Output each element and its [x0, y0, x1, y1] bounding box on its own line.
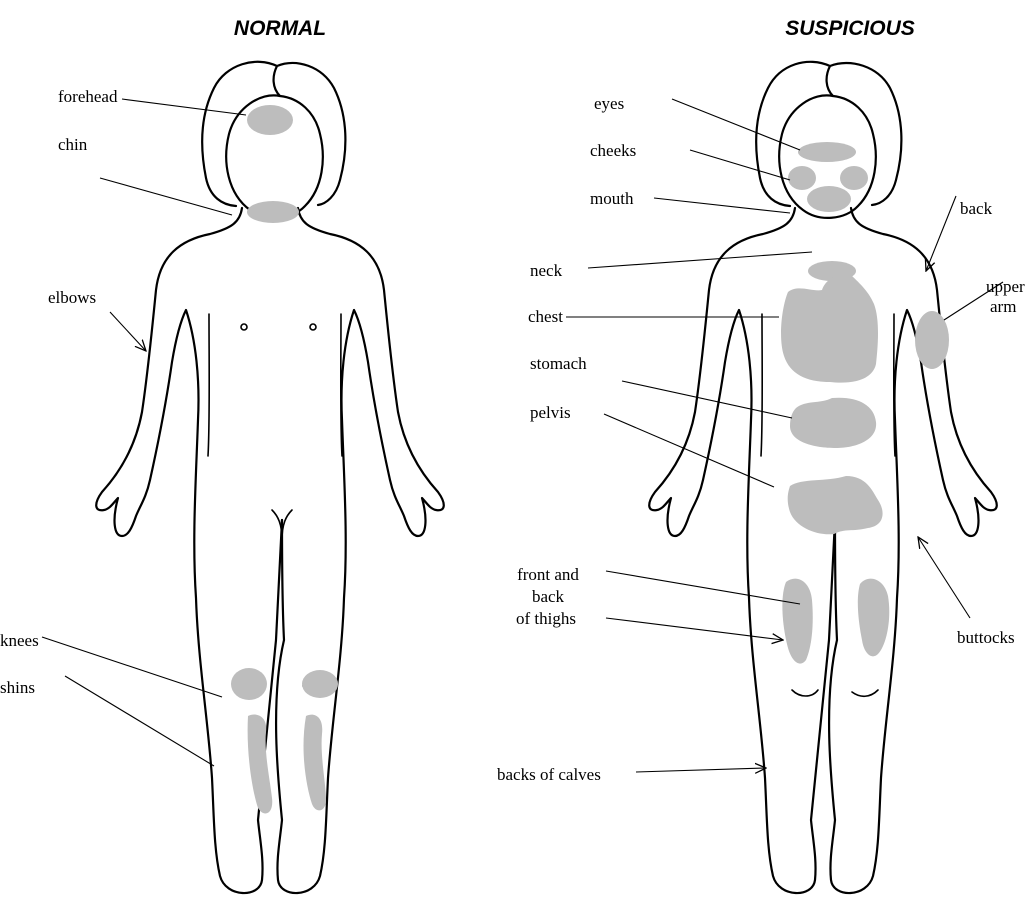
thighs-label-line1: front and	[517, 565, 579, 584]
upper-arm-label-line2: arm	[990, 297, 1016, 316]
normal-figure: forehead chin elbows knees shins	[0, 62, 444, 893]
elbows-arrow	[110, 312, 146, 351]
suspicious-pelvis-spot	[788, 476, 883, 534]
suspicious-left-thigh-spot	[782, 579, 812, 664]
normal-left-shin-spot	[248, 715, 273, 814]
eyes-leader	[672, 99, 800, 150]
normal-right-nipple	[310, 324, 316, 330]
normal-forehead-spot	[247, 105, 293, 135]
suspicious-left-inner-arm-line	[761, 314, 762, 456]
suspicious-hair-outline	[756, 62, 901, 206]
neck-leader	[588, 252, 812, 268]
upper-arm-label-line1: upper	[986, 277, 1025, 296]
buttocks-arrow	[918, 537, 970, 618]
normal-right-shin-spot	[304, 715, 326, 811]
suspicious-left-knee-crease	[792, 690, 818, 696]
back-label: back	[960, 199, 993, 218]
knees-label: knees	[0, 631, 39, 650]
back-arrow	[926, 196, 956, 271]
suspicious-heading: SUSPICIOUS	[785, 17, 915, 40]
eyes-label: eyes	[594, 94, 624, 113]
buttocks-label: buttocks	[957, 628, 1015, 647]
suspicious-mouth-spot	[807, 186, 851, 212]
forehead-leader	[122, 99, 246, 115]
suspicious-right-cheek-spot	[840, 166, 868, 190]
calves-arrow	[636, 768, 766, 772]
normal-chin-spot	[247, 201, 299, 223]
thighs-front-leader	[606, 571, 800, 604]
cheeks-label: cheeks	[590, 141, 636, 160]
thighs-label-line3: of thighs	[516, 609, 576, 628]
stomach-label: stomach	[530, 354, 587, 373]
pelvis-leader	[604, 414, 774, 487]
normal-body-right-outline	[276, 208, 444, 893]
normal-left-nipple	[241, 324, 247, 330]
cheeks-leader	[690, 150, 790, 180]
stomach-leader	[622, 381, 792, 418]
suspicious-chest-spot	[781, 274, 878, 383]
calves-label: backs of calves	[497, 765, 601, 784]
mouth-label: mouth	[590, 189, 634, 208]
suspicious-right-knee-crease	[852, 690, 878, 696]
suspicious-right-thigh-spot	[858, 579, 889, 657]
mouth-leader	[654, 198, 790, 213]
chin-label: chin	[58, 135, 88, 154]
forehead-label: forehead	[58, 87, 118, 106]
normal-left-inner-arm-line	[208, 314, 209, 456]
suspicious-stomach-spot	[790, 398, 876, 448]
thighs-label-line2: back	[532, 587, 565, 606]
chin-leader	[100, 178, 232, 215]
suspicious-eyes-spot	[798, 142, 856, 162]
normal-right-knee-spot	[302, 670, 338, 698]
thighs-back-arrow	[606, 618, 783, 640]
chest-label: chest	[528, 307, 563, 326]
suspicious-left-cheek-spot	[788, 166, 816, 190]
shins-leader	[65, 676, 214, 766]
shins-label: shins	[0, 678, 35, 697]
neck-label: neck	[530, 261, 563, 280]
suspicious-figure: eyes cheeks mouth back neck upper arm ch…	[497, 62, 1025, 893]
elbows-label: elbows	[48, 288, 96, 307]
normal-heading: NORMAL	[234, 17, 326, 40]
knees-leader	[42, 637, 222, 697]
normal-left-knee-spot	[231, 668, 267, 700]
pelvis-label: pelvis	[530, 403, 571, 422]
